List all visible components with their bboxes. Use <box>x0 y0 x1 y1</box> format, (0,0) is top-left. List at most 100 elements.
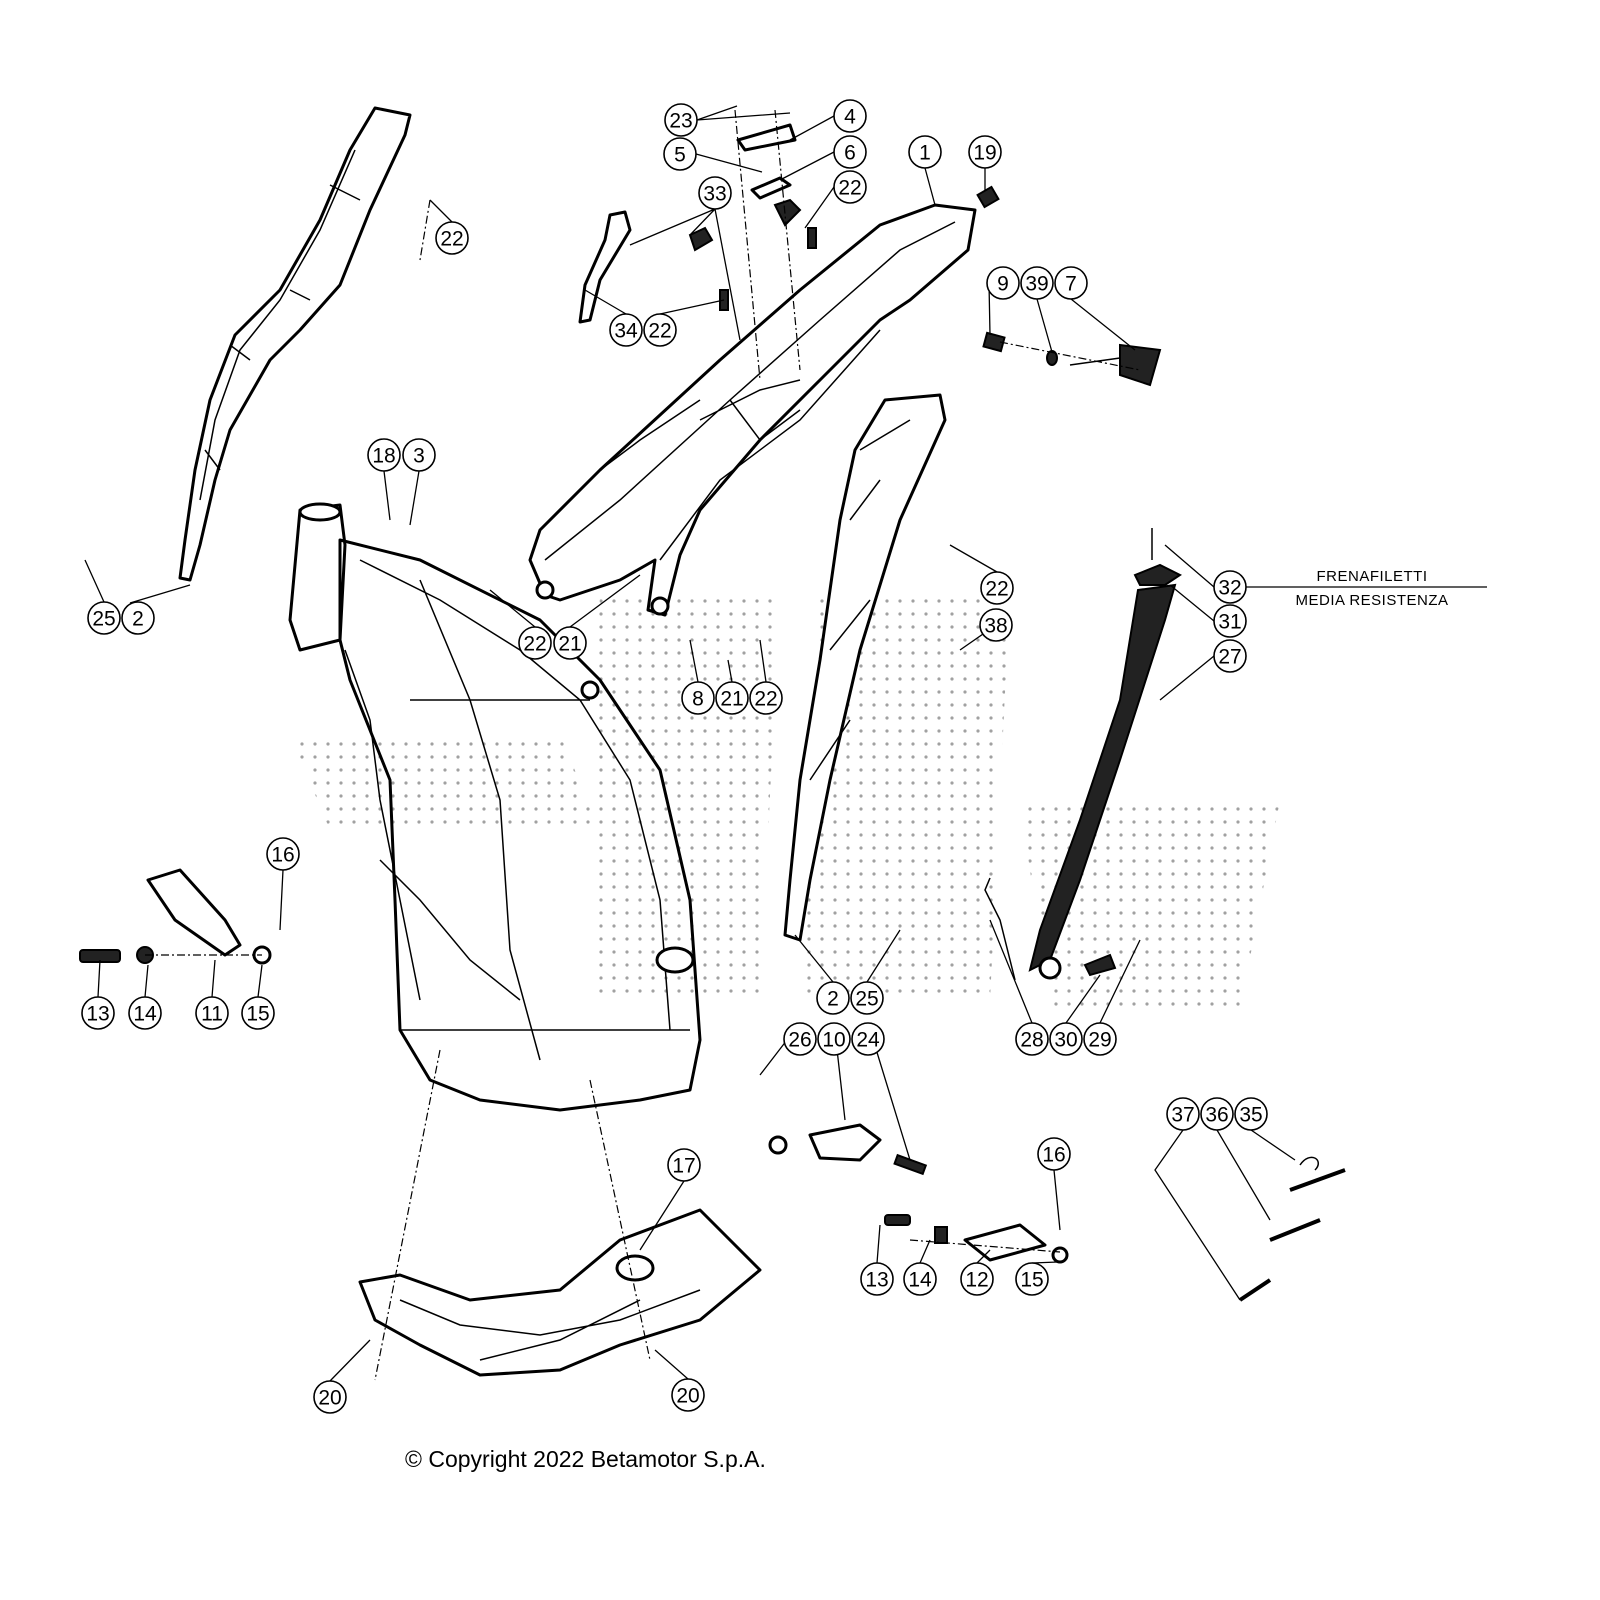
callout-28: 28 <box>1015 1022 1049 1056</box>
callout-38: 38 <box>979 608 1013 642</box>
callout-number: 11 <box>201 1003 223 1026</box>
footpeg-right <box>884 1214 1069 1264</box>
callout-number: 10 <box>822 1029 845 1052</box>
callout-11: 11 <box>195 996 229 1030</box>
callout-14: 14 <box>903 1262 937 1296</box>
skid-plate <box>358 1208 762 1377</box>
callout-22: 22 <box>833 170 867 204</box>
callout-16: 16 <box>1037 1137 1071 1171</box>
callout-14: 14 <box>128 996 162 1030</box>
callout-27: 27 <box>1213 639 1247 673</box>
callout-number: 34 <box>614 320 638 343</box>
callout-22: 22 <box>435 221 469 255</box>
callout-32: 32 <box>1213 570 1247 604</box>
callout-25: 25 <box>87 601 121 635</box>
callout-number: 28 <box>1020 1029 1043 1052</box>
callout-number: 9 <box>997 273 1009 296</box>
callout-6: 6 <box>833 135 867 169</box>
callout-15: 15 <box>1015 1262 1049 1296</box>
callout-number: 20 <box>318 1387 341 1410</box>
callout-20: 20 <box>313 1380 347 1414</box>
callout-24: 24 <box>851 1022 885 1056</box>
callout-34: 34 <box>609 313 643 347</box>
callout-13: 13 <box>81 996 115 1030</box>
callout-number: 2 <box>132 608 144 631</box>
callout-number: 6 <box>844 142 856 165</box>
callout-number: 1 <box>919 142 931 165</box>
callout-number: 4 <box>844 106 856 129</box>
callout-number: 16 <box>271 844 294 867</box>
callout-36: 36 <box>1200 1097 1234 1131</box>
callout-number: 36 <box>1205 1104 1228 1127</box>
callout-2: 2 <box>816 981 850 1015</box>
callout-21: 21 <box>553 626 587 660</box>
callout-number: 22 <box>440 228 463 251</box>
callout-number: 24 <box>856 1029 880 1052</box>
callout-number: 17 <box>672 1155 695 1178</box>
callout-26: 26 <box>783 1022 817 1056</box>
callout-number: 21 <box>558 633 581 656</box>
callout-number: 14 <box>908 1269 932 1292</box>
callout-number: 5 <box>674 144 686 167</box>
copyright-text: © Copyright 2022 Betamotor S.p.A. <box>405 1446 766 1472</box>
callout-9: 9 <box>986 266 1020 300</box>
callout-number: 2 <box>827 988 839 1011</box>
callout-number: 35 <box>1239 1104 1262 1127</box>
callout-number: 30 <box>1054 1029 1077 1052</box>
callout-39: 39 <box>1020 266 1054 300</box>
callout-number: 13 <box>865 1269 888 1292</box>
note-medium-strength: MEDIA RESISTENZA <box>1295 592 1449 609</box>
callout-number: 14 <box>133 1003 157 1026</box>
callout-number: 7 <box>1065 273 1077 296</box>
callout-number: 22 <box>985 578 1008 601</box>
callout-number: 22 <box>754 688 777 711</box>
callout-number: 22 <box>838 177 861 200</box>
callout-number: 20 <box>676 1385 699 1408</box>
callout-37: 37 <box>1166 1097 1200 1131</box>
callout-number: 15 <box>1020 1269 1043 1292</box>
side-stand <box>984 528 1182 981</box>
callout-22: 22 <box>749 681 783 715</box>
callout-number: 22 <box>523 633 546 656</box>
callout-7: 7 <box>1054 266 1088 300</box>
callout-13: 13 <box>860 1262 894 1296</box>
main-frame <box>288 502 702 1112</box>
callout-17: 17 <box>667 1148 701 1182</box>
callout-2: 2 <box>121 601 155 635</box>
callout-number: 16 <box>1042 1144 1065 1167</box>
rear-frame-arm <box>783 393 947 942</box>
callout-12: 12 <box>960 1262 994 1296</box>
callout-16: 16 <box>266 837 300 871</box>
footpeg-left <box>79 868 272 965</box>
callout-29: 29 <box>1083 1022 1117 1056</box>
stand-springs <box>1238 1156 1346 1302</box>
callout-number: 31 <box>1218 611 1241 634</box>
callout-number: 21 <box>720 688 743 711</box>
callout-number: 12 <box>965 1269 988 1292</box>
callout-15: 15 <box>241 996 275 1030</box>
callout-number: 25 <box>855 988 878 1011</box>
callout-number: 37 <box>1171 1104 1194 1127</box>
leader-lines <box>84 105 1487 1382</box>
callout-number: 23 <box>669 110 692 133</box>
callout-number: 13 <box>86 1003 109 1026</box>
callout-8: 8 <box>681 681 715 715</box>
washer <box>768 1135 788 1155</box>
callout-35: 35 <box>1234 1097 1268 1131</box>
callout-4: 4 <box>833 99 867 133</box>
bolt <box>893 1153 928 1176</box>
callout-19: 19 <box>968 135 1002 169</box>
callout-number: 18 <box>372 445 395 468</box>
callout-number: 29 <box>1088 1029 1111 1052</box>
callout-number: 27 <box>1218 646 1241 669</box>
callout-23: 23 <box>664 103 698 137</box>
callout-number: 33 <box>703 183 726 206</box>
callout-number: 3 <box>413 445 425 468</box>
note-threadlocker: FRENAFILETTI <box>1316 568 1428 585</box>
rear-light-parts <box>982 331 1162 387</box>
callout-number: 19 <box>973 142 996 165</box>
chain-guide-left <box>178 106 412 582</box>
